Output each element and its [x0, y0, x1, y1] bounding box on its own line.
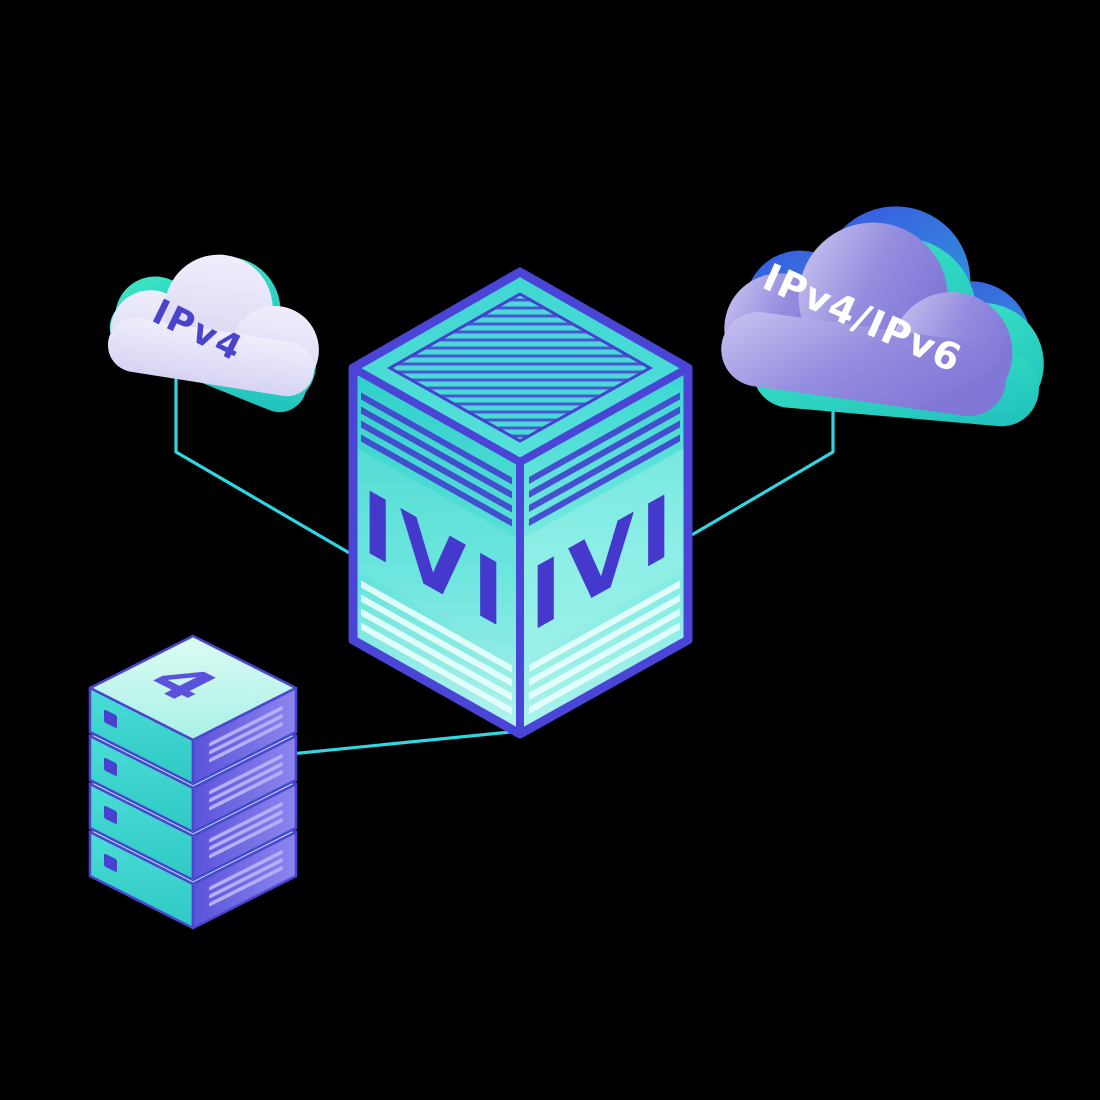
- server-unit-1: 4: [88, 634, 298, 786]
- server-stack: 4: [88, 634, 298, 930]
- connector-line-ipv6-cloud-to-cube: [688, 396, 835, 538]
- connector-line-ipv4-cloud-to-cube: [174, 368, 360, 560]
- left-face-panel: [353, 446, 520, 663]
- left-face-bottom-vents: [361, 580, 512, 715]
- server-power-button: [104, 853, 117, 872]
- ipv4-cloud: IPv4: [101, 221, 346, 422]
- right-face-top-vents: [529, 392, 680, 526]
- cube-top-face-hatch-panel: [386, 292, 654, 443]
- server-vent-slots: [209, 802, 283, 859]
- server-vent-slots: [209, 706, 283, 763]
- ipv4-ipv6-cloud: IPv4/IPv6: [716, 178, 1055, 430]
- server-power-button: [104, 805, 117, 824]
- left-face-top-vents: [361, 392, 512, 527]
- cube-edges: [348, 267, 693, 739]
- server-vent-slots: [209, 850, 283, 907]
- ivi-translator-cube: IVI IVI: [348, 267, 693, 739]
- server-power-button: [104, 709, 117, 728]
- right-face-bottom-vents: [529, 580, 680, 714]
- cube-right-face-decor: IVI: [520, 392, 688, 714]
- right-face-panel: [520, 445, 688, 662]
- server-power-button: [104, 757, 117, 776]
- server-vent-slots: [209, 754, 283, 811]
